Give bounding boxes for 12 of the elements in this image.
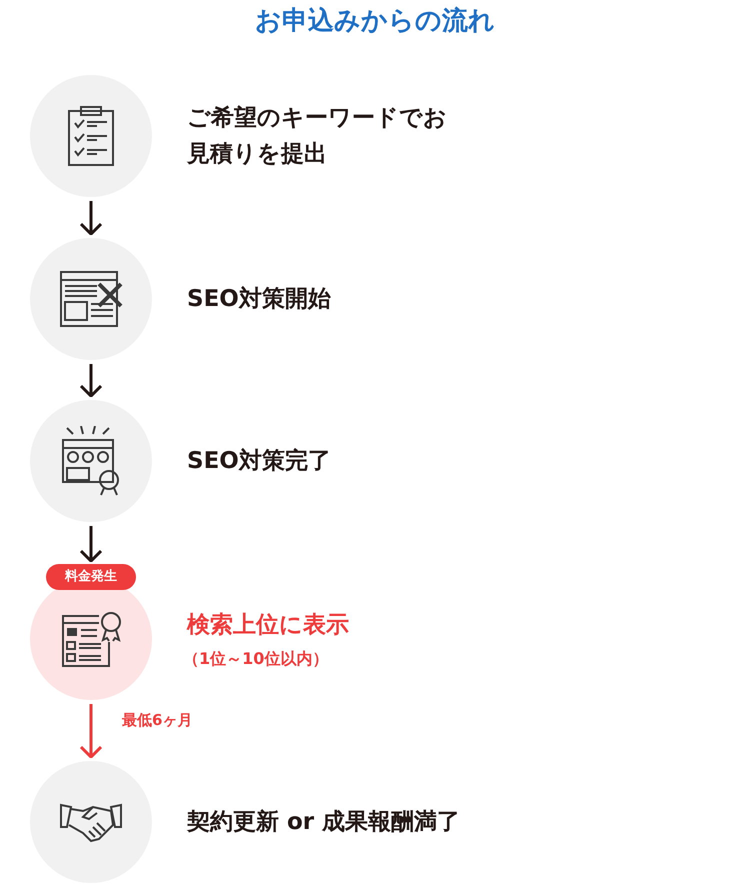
step-title: 契約更新 or 成果報酬満了 (187, 808, 460, 837)
arrow (80, 364, 102, 398)
step-title: SEO対策完了 (187, 447, 331, 476)
step-title: ご希望のキーワードでお見積りを提出 (187, 104, 448, 169)
arrow (80, 704, 102, 758)
step-note: （1位～10位以内） (183, 648, 330, 670)
status-badge: 料金発生 (46, 564, 136, 590)
step-title: SEO対策開始 (187, 285, 331, 314)
arrow (80, 526, 102, 562)
arrow (80, 201, 102, 236)
step-title: 検索上位に表示 (187, 611, 349, 640)
diagram-title: お申込みからの流れ (254, 5, 496, 38)
